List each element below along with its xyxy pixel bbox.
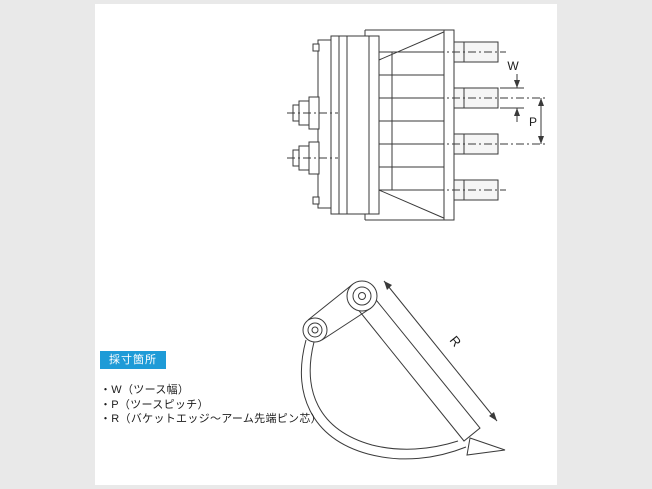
legend-item-p: ・P（ツースピッチ） [100,398,209,411]
dimension-w-label: W [507,59,519,73]
legend-item-r: ・R（バケットエッジ～アーム先端ピン芯） [100,413,322,425]
side-tooth [466,437,506,456]
centerlines [287,51,548,191]
dimension-p-label: P [529,115,537,129]
bucket-top-view [287,29,548,221]
measurement-badge: 採寸箇所 [100,351,166,369]
dimension-r-label: R [447,333,465,350]
dimension-w: W [500,59,524,122]
legend: ・W（ツース幅） ・P（ツースピッチ） ・R（バケットエッジ～アーム先端ピン芯） [100,383,322,427]
arm-pin-boss [346,280,378,312]
bucket-teeth [453,41,499,201]
legend-item-w: ・W（ツース幅） [100,384,190,396]
dimension-p: P [529,98,544,144]
link-pin-boss [302,317,328,343]
bucket-side-view [301,280,506,460]
